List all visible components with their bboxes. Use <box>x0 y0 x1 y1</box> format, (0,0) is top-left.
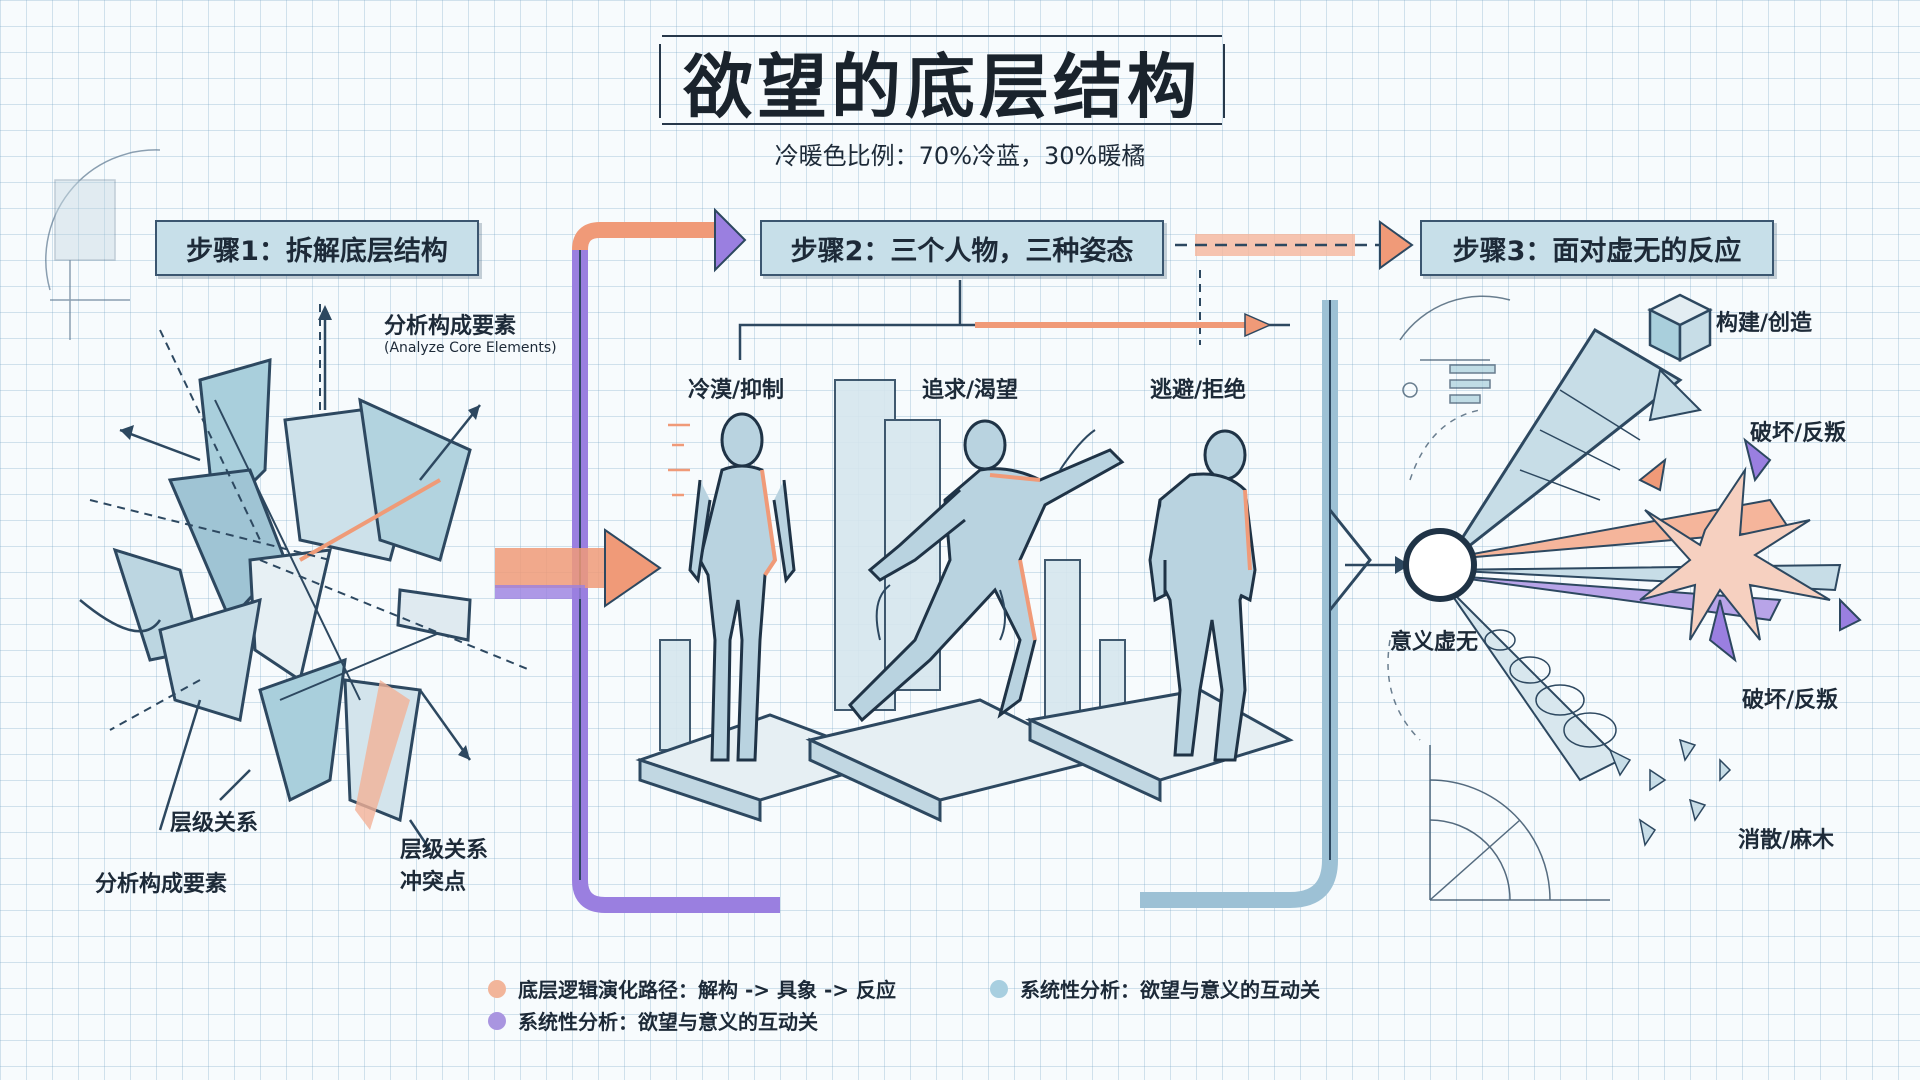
figure-avoid-reject <box>1148 429 1257 762</box>
dashed-arrow-step2-step3 <box>1175 220 1414 345</box>
label-hierarchy-conflict-1: 层级关系 <box>400 838 489 863</box>
step-3-header: 步骤3：面对虚无的反应 <box>1420 220 1774 276</box>
legend-text: 系统性分析：欲望与意义的互动关 <box>1020 978 1320 1002</box>
label-void: 意义虚无 <box>1390 630 1479 655</box>
color-ratio-subtitle: 冷暖色比例：70%冷蓝，30%暖橘 <box>774 142 1146 170</box>
legend-text: 底层逻辑演化路径：解构 -> 具象 -> 反应 <box>518 978 896 1002</box>
label-figure-1: 冷漠/抑制 <box>688 378 785 403</box>
label-figure-3: 逃避/拒绝 <box>1150 378 1247 403</box>
figure-cold-restraint <box>688 412 796 762</box>
title-text: 欲望的底层结构 <box>683 45 1201 128</box>
legend-item-system-blue: 系统性分析：欲望与意义的互动关 <box>990 974 1320 1003</box>
title-frame <box>659 35 1225 125</box>
legend-dot-orange <box>488 979 506 998</box>
label-reaction-destroy-1: 破坏/反叛 <box>1750 421 1847 446</box>
legend-item-system-purple: 系统性分析：欲望与意义的互动关 <box>488 1006 818 1035</box>
void-center-circle <box>1403 528 1477 602</box>
shattered-structure-illustration <box>79 300 531 851</box>
corner-sketch-icon <box>45 149 161 340</box>
flow-connector-right <box>1140 300 1410 908</box>
label-figure-2: 追求/渴望 <box>922 378 1019 403</box>
label-reaction-destroy-2: 破坏/反叛 <box>1742 688 1839 713</box>
step-1-header: 步骤1：拆解底层结构 <box>155 220 479 276</box>
page-title: 欲望的底层结构 <box>662 38 1222 128</box>
legend-dot-purple <box>488 1011 506 1030</box>
legend-item-evolution-path: 底层逻辑演化路径：解构 -> 具象 -> 反应 <box>488 974 896 1003</box>
figure-pursuit-desire <box>847 419 1125 723</box>
label-reaction-dissipate: 消散/麻木 <box>1738 828 1835 853</box>
flow-connector-left <box>495 207 780 913</box>
label-hierarchy: 层级关系 <box>170 811 259 836</box>
label-hierarchy-conflict-2: 冲突点 <box>400 870 467 895</box>
legend-text: 系统性分析：欲望与意义的互动关 <box>518 1010 818 1034</box>
step-2-header: 步骤2：三个人物，三种姿态 <box>760 220 1164 276</box>
three-figures-illustration <box>635 280 1294 823</box>
label-analyze-top: 分析构成要素 <box>384 314 517 339</box>
void-reactions-illustration <box>1387 293 1862 901</box>
label-analyze-bottom: 分析构成要素 <box>95 872 228 897</box>
legend-dot-blue <box>990 979 1008 998</box>
label-reaction-build: 构建/创造 <box>1716 311 1813 336</box>
label-analyze-top-en: (Analyze Core Elements) <box>384 340 557 356</box>
